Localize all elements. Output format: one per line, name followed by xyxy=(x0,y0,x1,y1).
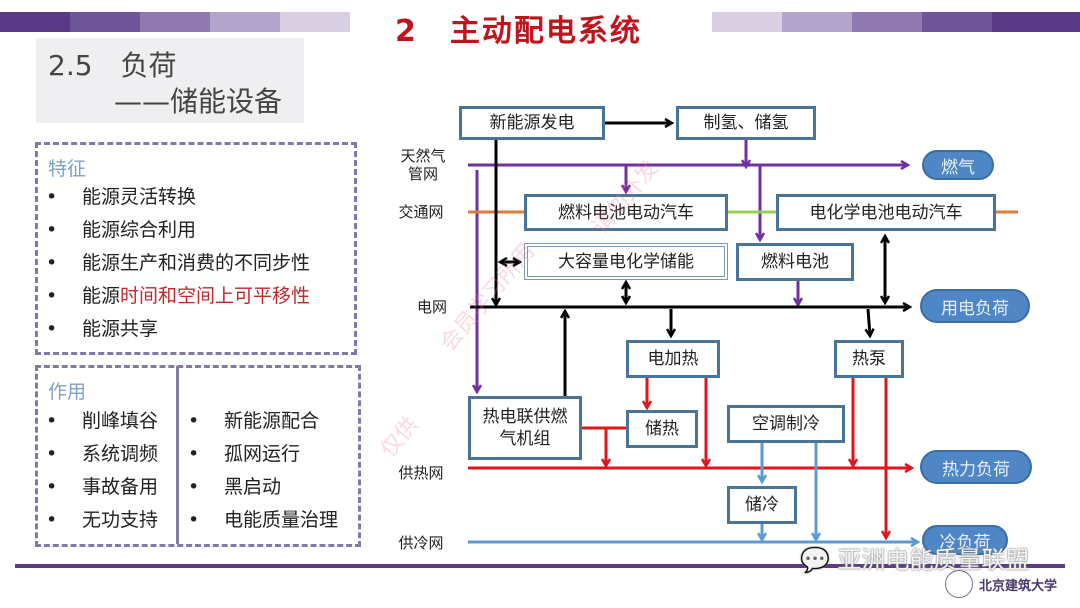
node-cold-storage: 储冷 xyxy=(727,486,797,524)
footer-line xyxy=(15,564,1065,568)
header-bar-right-3 xyxy=(852,12,922,32)
header-bar-left-3 xyxy=(140,12,210,32)
power-network-label: 电网 xyxy=(416,298,447,316)
function-item: •削峰填谷 xyxy=(46,410,159,432)
function-item: •无功支持 xyxy=(46,509,159,531)
heat-network-label: 供热网 xyxy=(398,464,444,482)
header-bar-left-4 xyxy=(210,12,280,32)
functions-divider xyxy=(176,366,179,544)
gas-network-label: 天然气 管网 xyxy=(400,147,446,183)
feature-item: •能源综合利用 xyxy=(46,219,197,241)
feature-item: •能源灵活转换 xyxy=(46,186,197,208)
functions-left-list: •削峰填谷 •系统调频 •事故备用 •无功支持 xyxy=(46,405,158,537)
wechat-watermark: 💬 亚洲电能质量联盟 xyxy=(800,546,1030,574)
node-ac-cooling: 空调制冷 xyxy=(727,405,845,443)
node-fuel-cell: 燃料电池 xyxy=(736,243,854,281)
load-cold: 冷负荷 xyxy=(922,525,1008,555)
feature-item: •能源生产和消费的不同步性 xyxy=(46,252,311,274)
cold-network-label: 供冷网 xyxy=(398,534,444,552)
node-large-storage: 大容量电化学储能 xyxy=(524,243,728,280)
functions-box xyxy=(35,365,361,547)
node-heat-storage: 储热 xyxy=(626,410,698,448)
header-bar-left-5 xyxy=(280,12,350,32)
node-renewable-generation: 新能源发电 xyxy=(459,106,605,140)
wechat-icon: 💬 xyxy=(800,546,838,574)
feature-item-highlighted: •能源时间和空间上可平移性 xyxy=(46,285,311,307)
function-item: •系统调频 xyxy=(46,443,159,465)
features-box xyxy=(35,142,357,355)
header-bar-left-1 xyxy=(0,12,70,32)
node-fcev: 燃料电池电动汽车 xyxy=(524,194,728,231)
node-heat-pump: 热泵 xyxy=(834,340,904,378)
feature-item: •能源共享 xyxy=(46,318,159,340)
node-hydrogen: 制氢、储氢 xyxy=(676,106,816,140)
load-electric: 用电负荷 xyxy=(920,289,1030,323)
node-electric-heating: 电加热 xyxy=(626,340,720,378)
traffic-network-label: 交通网 xyxy=(398,203,444,221)
node-bev: 电化学电池电动汽车 xyxy=(776,194,996,231)
function-item: •电能质量治理 xyxy=(188,509,339,531)
function-item: •事故备用 xyxy=(46,476,159,498)
features-list: •能源灵活转换 •能源综合利用 •能源生产和消费的不同步性 •能源时间和空间上可… xyxy=(46,181,310,346)
functions-title: 作用 xyxy=(48,381,87,403)
features-title: 特征 xyxy=(48,158,87,180)
node-chp: 热电联供燃气机组 xyxy=(468,396,582,460)
university-logo: 北京建筑大学 xyxy=(945,570,1057,598)
header-bar-right-1 xyxy=(712,12,782,32)
load-heat: 热力负荷 xyxy=(920,450,1032,484)
function-item: •黑启动 xyxy=(188,476,282,498)
header-bar-right-2 xyxy=(782,12,852,32)
highlight-text: 时间和空间上可平移性 xyxy=(120,285,311,307)
functions-right-list: •新能源配合 •孤网运行 •黑启动 •电能质量治理 xyxy=(188,405,338,537)
subtitle-line-2: ——储能设备 xyxy=(114,85,283,118)
header-bar-right-5 xyxy=(992,12,1080,32)
function-item: •新能源配合 xyxy=(188,410,320,432)
function-item: •孤网运行 xyxy=(188,443,301,465)
university-name: 北京建筑大学 xyxy=(979,578,1058,594)
page-title: 2 主动配电系统 xyxy=(395,14,642,49)
header-bar-right-4 xyxy=(922,12,992,32)
subtitle-line-1: 2.5 负荷 xyxy=(48,49,177,82)
section-subtitle: 2.5 负荷 ——储能设备 xyxy=(36,38,304,123)
power-to-heatpump-line xyxy=(868,308,870,336)
university-seal-icon xyxy=(945,570,973,598)
load-gas: 燃气 xyxy=(922,150,994,180)
header-bar-left-2 xyxy=(70,12,140,32)
